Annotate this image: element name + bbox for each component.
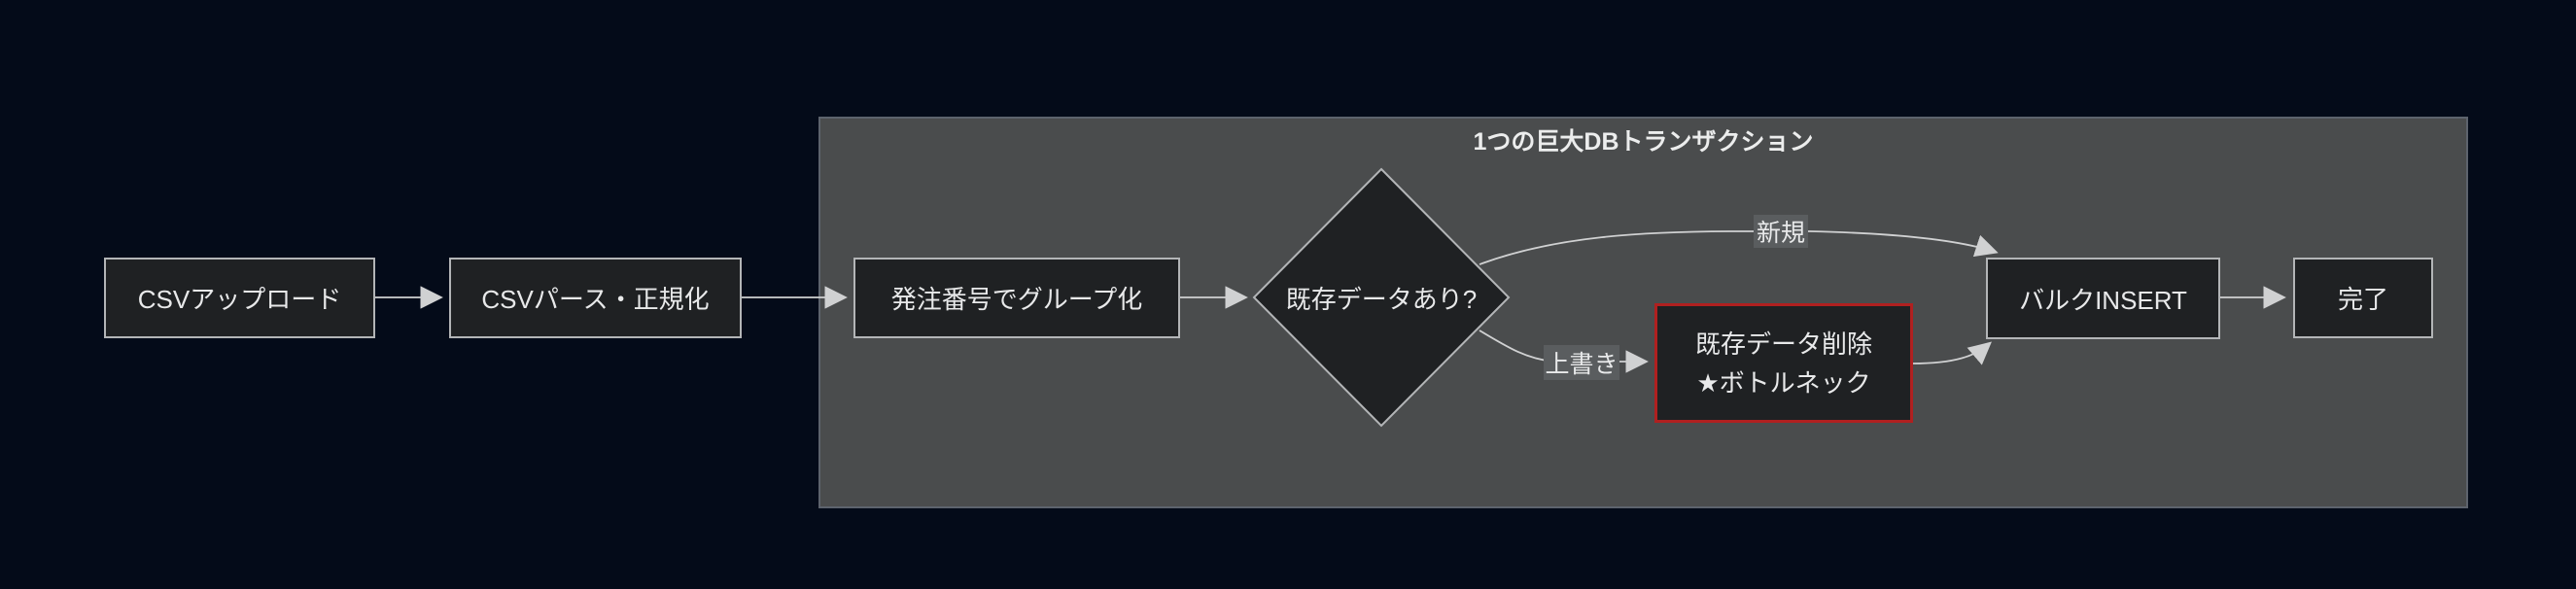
decision-label-wrap: 既存データあり? <box>1255 273 1508 322</box>
edge-label-new-text: 新規 <box>1756 220 1805 247</box>
node-csv-parse: CSVパース・正規化 <box>449 258 742 338</box>
node-delete-existing-line2: ★ボトルネック <box>1696 367 1871 398</box>
decision-label: 既存データあり? <box>1285 284 1478 314</box>
node-group-by-order: 発注番号でグループ化 <box>853 258 1180 338</box>
node-csv-upload-label: CSVアップロード <box>137 285 342 314</box>
node-done-label: 完了 <box>2337 285 2388 314</box>
edge-decision-new-to-insert <box>1479 230 1999 265</box>
cluster-title: 1つの巨大DBトランザクション <box>1473 128 1814 156</box>
node-delete-existing-line1: 既存データ削除 <box>1694 329 1872 359</box>
node-bulk-insert: バルクINSERT <box>1986 258 2220 339</box>
node-csv-upload: CSVアップロード <box>104 258 375 338</box>
edge-label-overwrite: 上書き <box>1544 345 1619 380</box>
decision-diamond <box>1252 167 1511 428</box>
node-csv-parse-label: CSVパース・正規化 <box>481 285 710 314</box>
edge-label-overwrite-text: 上書き <box>1545 351 1619 378</box>
node-done: 完了 <box>2293 258 2433 338</box>
node-bulk-insert-label: バルクINSERT <box>2019 285 2187 315</box>
edge-delete-to-insert <box>1911 341 1992 365</box>
edge-label-new: 新規 <box>1754 215 1808 248</box>
node-delete-existing: 既存データ削除 ★ボトルネック <box>1654 303 1913 423</box>
node-group-by-order-label: 発注番号でグループ化 <box>890 285 1143 314</box>
